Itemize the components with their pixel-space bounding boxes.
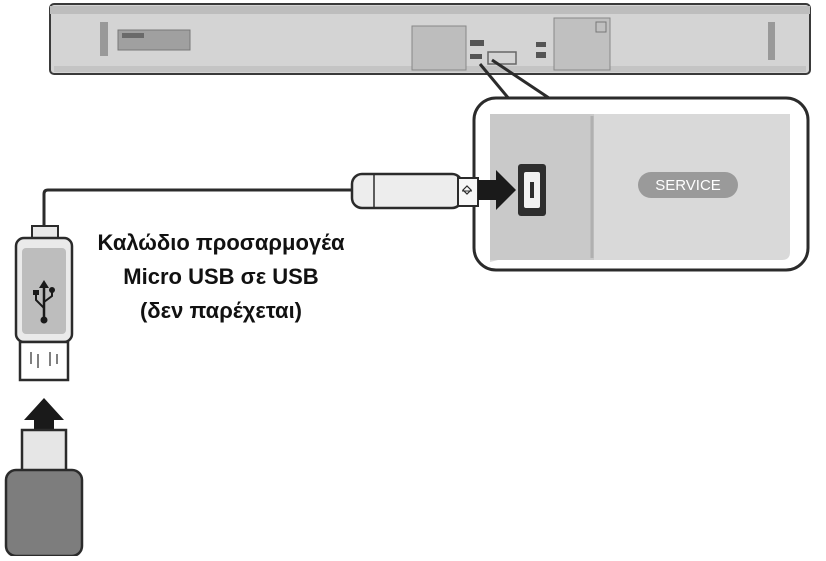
caption-line-2: Micro USB σε USB xyxy=(123,264,319,289)
insert-arrow-right-icon xyxy=(478,170,516,210)
service-port-zoom-box: SERVICE xyxy=(472,96,810,272)
usb-a-connector-end xyxy=(14,225,74,382)
insert-arrow-up-icon xyxy=(24,398,64,430)
service-port-label: SERVICE xyxy=(655,177,721,194)
caption-line-1: Καλώδιο προσαρμογέα xyxy=(97,230,345,255)
caption-line-3: (δεν παρέχεται) xyxy=(139,298,303,323)
usb-flash-drive xyxy=(4,428,84,558)
soundbar-rear-panel xyxy=(49,3,811,75)
zoom-callout-connector xyxy=(478,58,553,102)
micro-usb-adapter-cable xyxy=(42,172,479,230)
usb-symbol-icon xyxy=(33,280,55,324)
adapter-cable-caption: Καλώδιο προσαρμογέα Micro USB σε USB (δε… xyxy=(62,226,380,328)
